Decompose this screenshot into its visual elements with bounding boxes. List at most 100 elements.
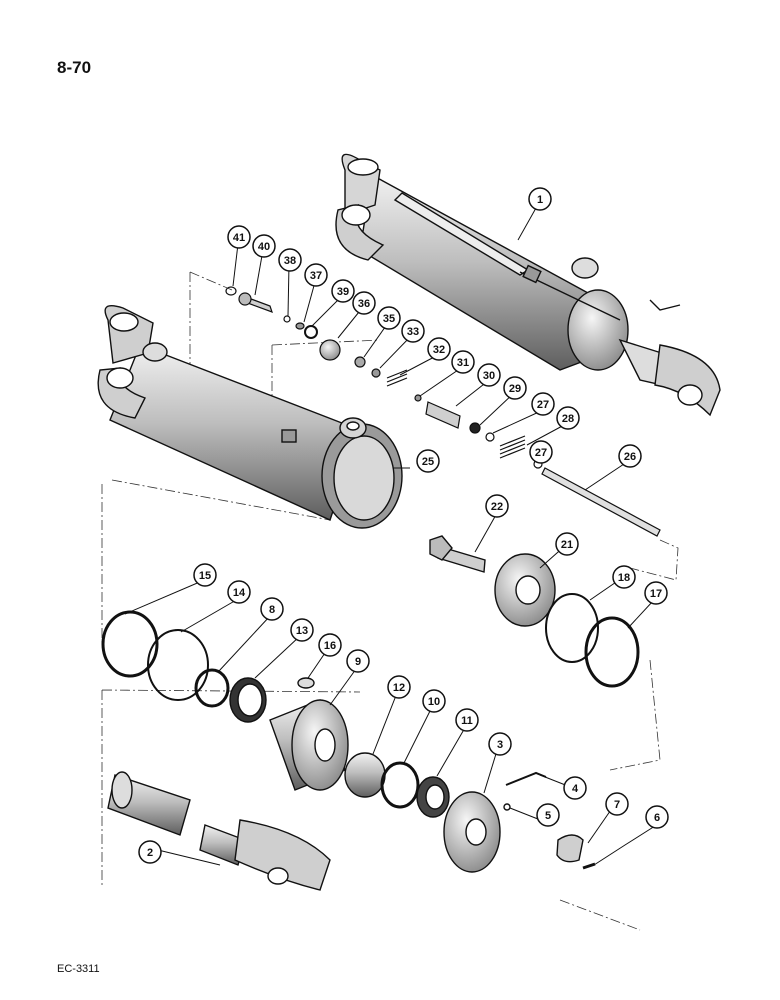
callout-circle xyxy=(485,494,509,518)
callout-number: 7 xyxy=(614,799,620,811)
callout-circle xyxy=(477,363,501,387)
callout-number: 27 xyxy=(537,399,549,411)
callout-number: 25 xyxy=(422,456,434,468)
callout-9: 9 xyxy=(346,649,370,673)
callout-circle xyxy=(346,649,370,673)
callout-circle xyxy=(227,225,251,249)
gland-and-rod-parts xyxy=(107,699,596,891)
callout-3: 3 xyxy=(488,732,512,756)
callout-14: 14 xyxy=(227,580,251,604)
callout-6: 6 xyxy=(645,805,669,829)
callout-circle xyxy=(422,689,446,713)
cylinder-barrel xyxy=(97,305,403,529)
callout-circle xyxy=(531,392,555,416)
callout-circle xyxy=(488,732,512,756)
callout-circle xyxy=(193,563,217,587)
callout-number: 37 xyxy=(310,270,322,282)
callout-22: 22 xyxy=(485,494,509,518)
callout-number: 15 xyxy=(199,570,211,582)
callout-25: 25 xyxy=(416,449,440,473)
callout-number: 17 xyxy=(650,588,662,600)
callout-35: 35 xyxy=(377,306,401,330)
callout-number: 33 xyxy=(407,326,419,338)
callout-circle xyxy=(304,263,328,287)
callout-number: 18 xyxy=(618,572,630,584)
callout-circle xyxy=(605,792,629,816)
callout-circle xyxy=(401,319,425,343)
callout-circle xyxy=(555,532,579,556)
callout-27a: 27 xyxy=(531,392,555,416)
callout-circle xyxy=(318,633,342,657)
callout-number: 35 xyxy=(383,313,395,325)
callout-number: 14 xyxy=(233,587,246,599)
callout-33: 33 xyxy=(401,319,425,343)
callout-circle xyxy=(645,805,669,829)
callout-number: 16 xyxy=(324,640,336,652)
callout-number: 13 xyxy=(296,625,308,637)
callout-number: 36 xyxy=(358,298,370,310)
callout-number: 27 xyxy=(535,447,547,459)
callout-number: 21 xyxy=(561,539,573,551)
callout-circle xyxy=(536,803,560,827)
callout-number: 6 xyxy=(654,812,660,824)
callout-26: 26 xyxy=(618,444,642,468)
callout-circle xyxy=(427,337,451,361)
callout-circle xyxy=(227,580,251,604)
callout-circle xyxy=(528,187,552,211)
callout-number: 8 xyxy=(269,604,275,616)
callout-31: 31 xyxy=(451,350,475,374)
callout-29: 29 xyxy=(503,376,527,400)
callout-number: 5 xyxy=(545,810,551,822)
figure-code: EC-3311 xyxy=(57,963,100,975)
callout-17: 17 xyxy=(644,581,668,605)
callout-32: 32 xyxy=(427,337,451,361)
callout-circle xyxy=(612,565,636,589)
callout-number: 31 xyxy=(457,357,469,369)
callout-2: 2 xyxy=(138,840,162,864)
callout-circle xyxy=(618,444,642,468)
callout-circle xyxy=(529,440,553,464)
callout-circle xyxy=(455,708,479,732)
callout-5: 5 xyxy=(536,803,560,827)
callout-38: 38 xyxy=(278,248,302,272)
callout-12: 12 xyxy=(387,675,411,699)
callout-39: 39 xyxy=(331,279,355,303)
callout-circle xyxy=(644,581,668,605)
callout-11: 11 xyxy=(455,708,479,732)
callout-circle xyxy=(138,840,162,864)
callout-circle xyxy=(556,406,580,430)
callout-16: 16 xyxy=(318,633,342,657)
callout-circle xyxy=(563,776,587,800)
piston-parts xyxy=(101,535,640,723)
callout-number: 30 xyxy=(483,370,495,382)
callout-number: 11 xyxy=(461,715,473,727)
callout-36: 36 xyxy=(352,291,376,315)
callout-number: 29 xyxy=(509,383,521,395)
callout-circle xyxy=(260,597,284,621)
callout-circle xyxy=(252,234,276,258)
callout-circle xyxy=(352,291,376,315)
callout-30: 30 xyxy=(477,363,501,387)
callout-41: 41 xyxy=(227,225,251,249)
callout-circle xyxy=(278,248,302,272)
assembled-cylinder xyxy=(335,153,721,417)
callout-15: 15 xyxy=(193,563,217,587)
callout-21: 21 xyxy=(555,532,579,556)
callout-circle xyxy=(377,306,401,330)
callout-circle xyxy=(290,618,314,642)
callout-7: 7 xyxy=(605,792,629,816)
callout-number: 4 xyxy=(572,783,579,795)
callout-28: 28 xyxy=(556,406,580,430)
callout-number: 3 xyxy=(497,739,503,751)
callout-18: 18 xyxy=(612,565,636,589)
callout-number: 41 xyxy=(233,232,245,244)
callout-number: 28 xyxy=(562,413,574,425)
callout-circle xyxy=(387,675,411,699)
callout-number: 26 xyxy=(624,451,636,463)
callout-10: 10 xyxy=(422,689,446,713)
callout-circle xyxy=(451,350,475,374)
callout-4: 4 xyxy=(563,776,587,800)
callout-number: 9 xyxy=(355,656,361,668)
